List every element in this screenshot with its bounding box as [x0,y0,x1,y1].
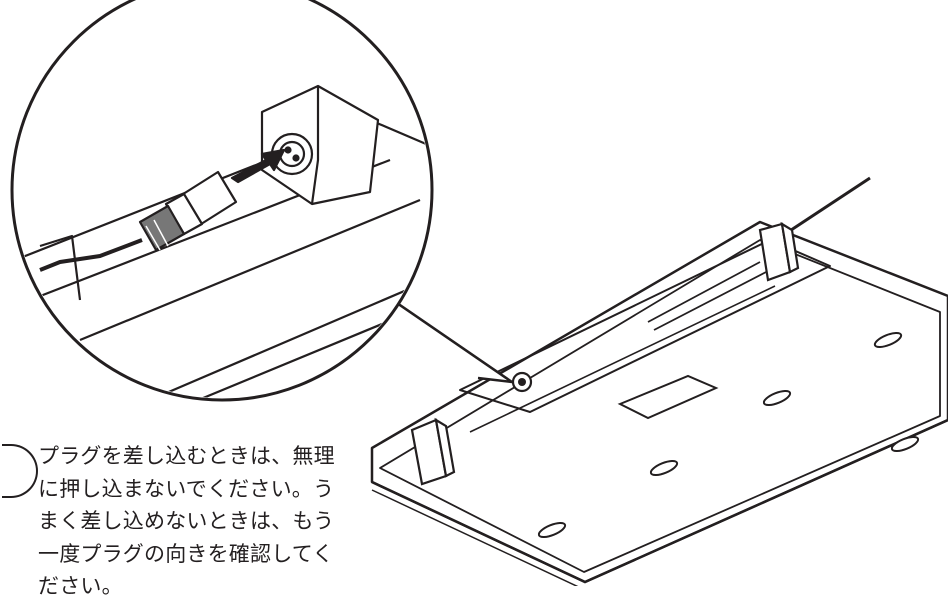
note-line-2: に押し込まないでください。う [38,476,335,501]
keyboard-cable [781,176,871,238]
caution-note: プラグを差し込むときは、無理 に押し込まないでください。う まく差し込めないとき… [2,440,358,603]
left-foot [410,417,456,486]
right-foot [758,221,800,282]
keyboard-mouse-port [511,371,533,393]
magnified-view [10,0,434,402]
label-plate [617,374,719,420]
keyboard-connection-illustration [10,0,948,586]
note-line-4: 一度プラグの向きを確認してく [38,541,334,566]
note-line-5: ださい。 [38,574,123,598]
rubber-feet [537,332,920,538]
note-line-3: まく差し込めないときは、もう [38,509,335,533]
callout-pointer [377,288,514,384]
note-line-1: プラグを差し込むときは、無理 [38,444,335,468]
